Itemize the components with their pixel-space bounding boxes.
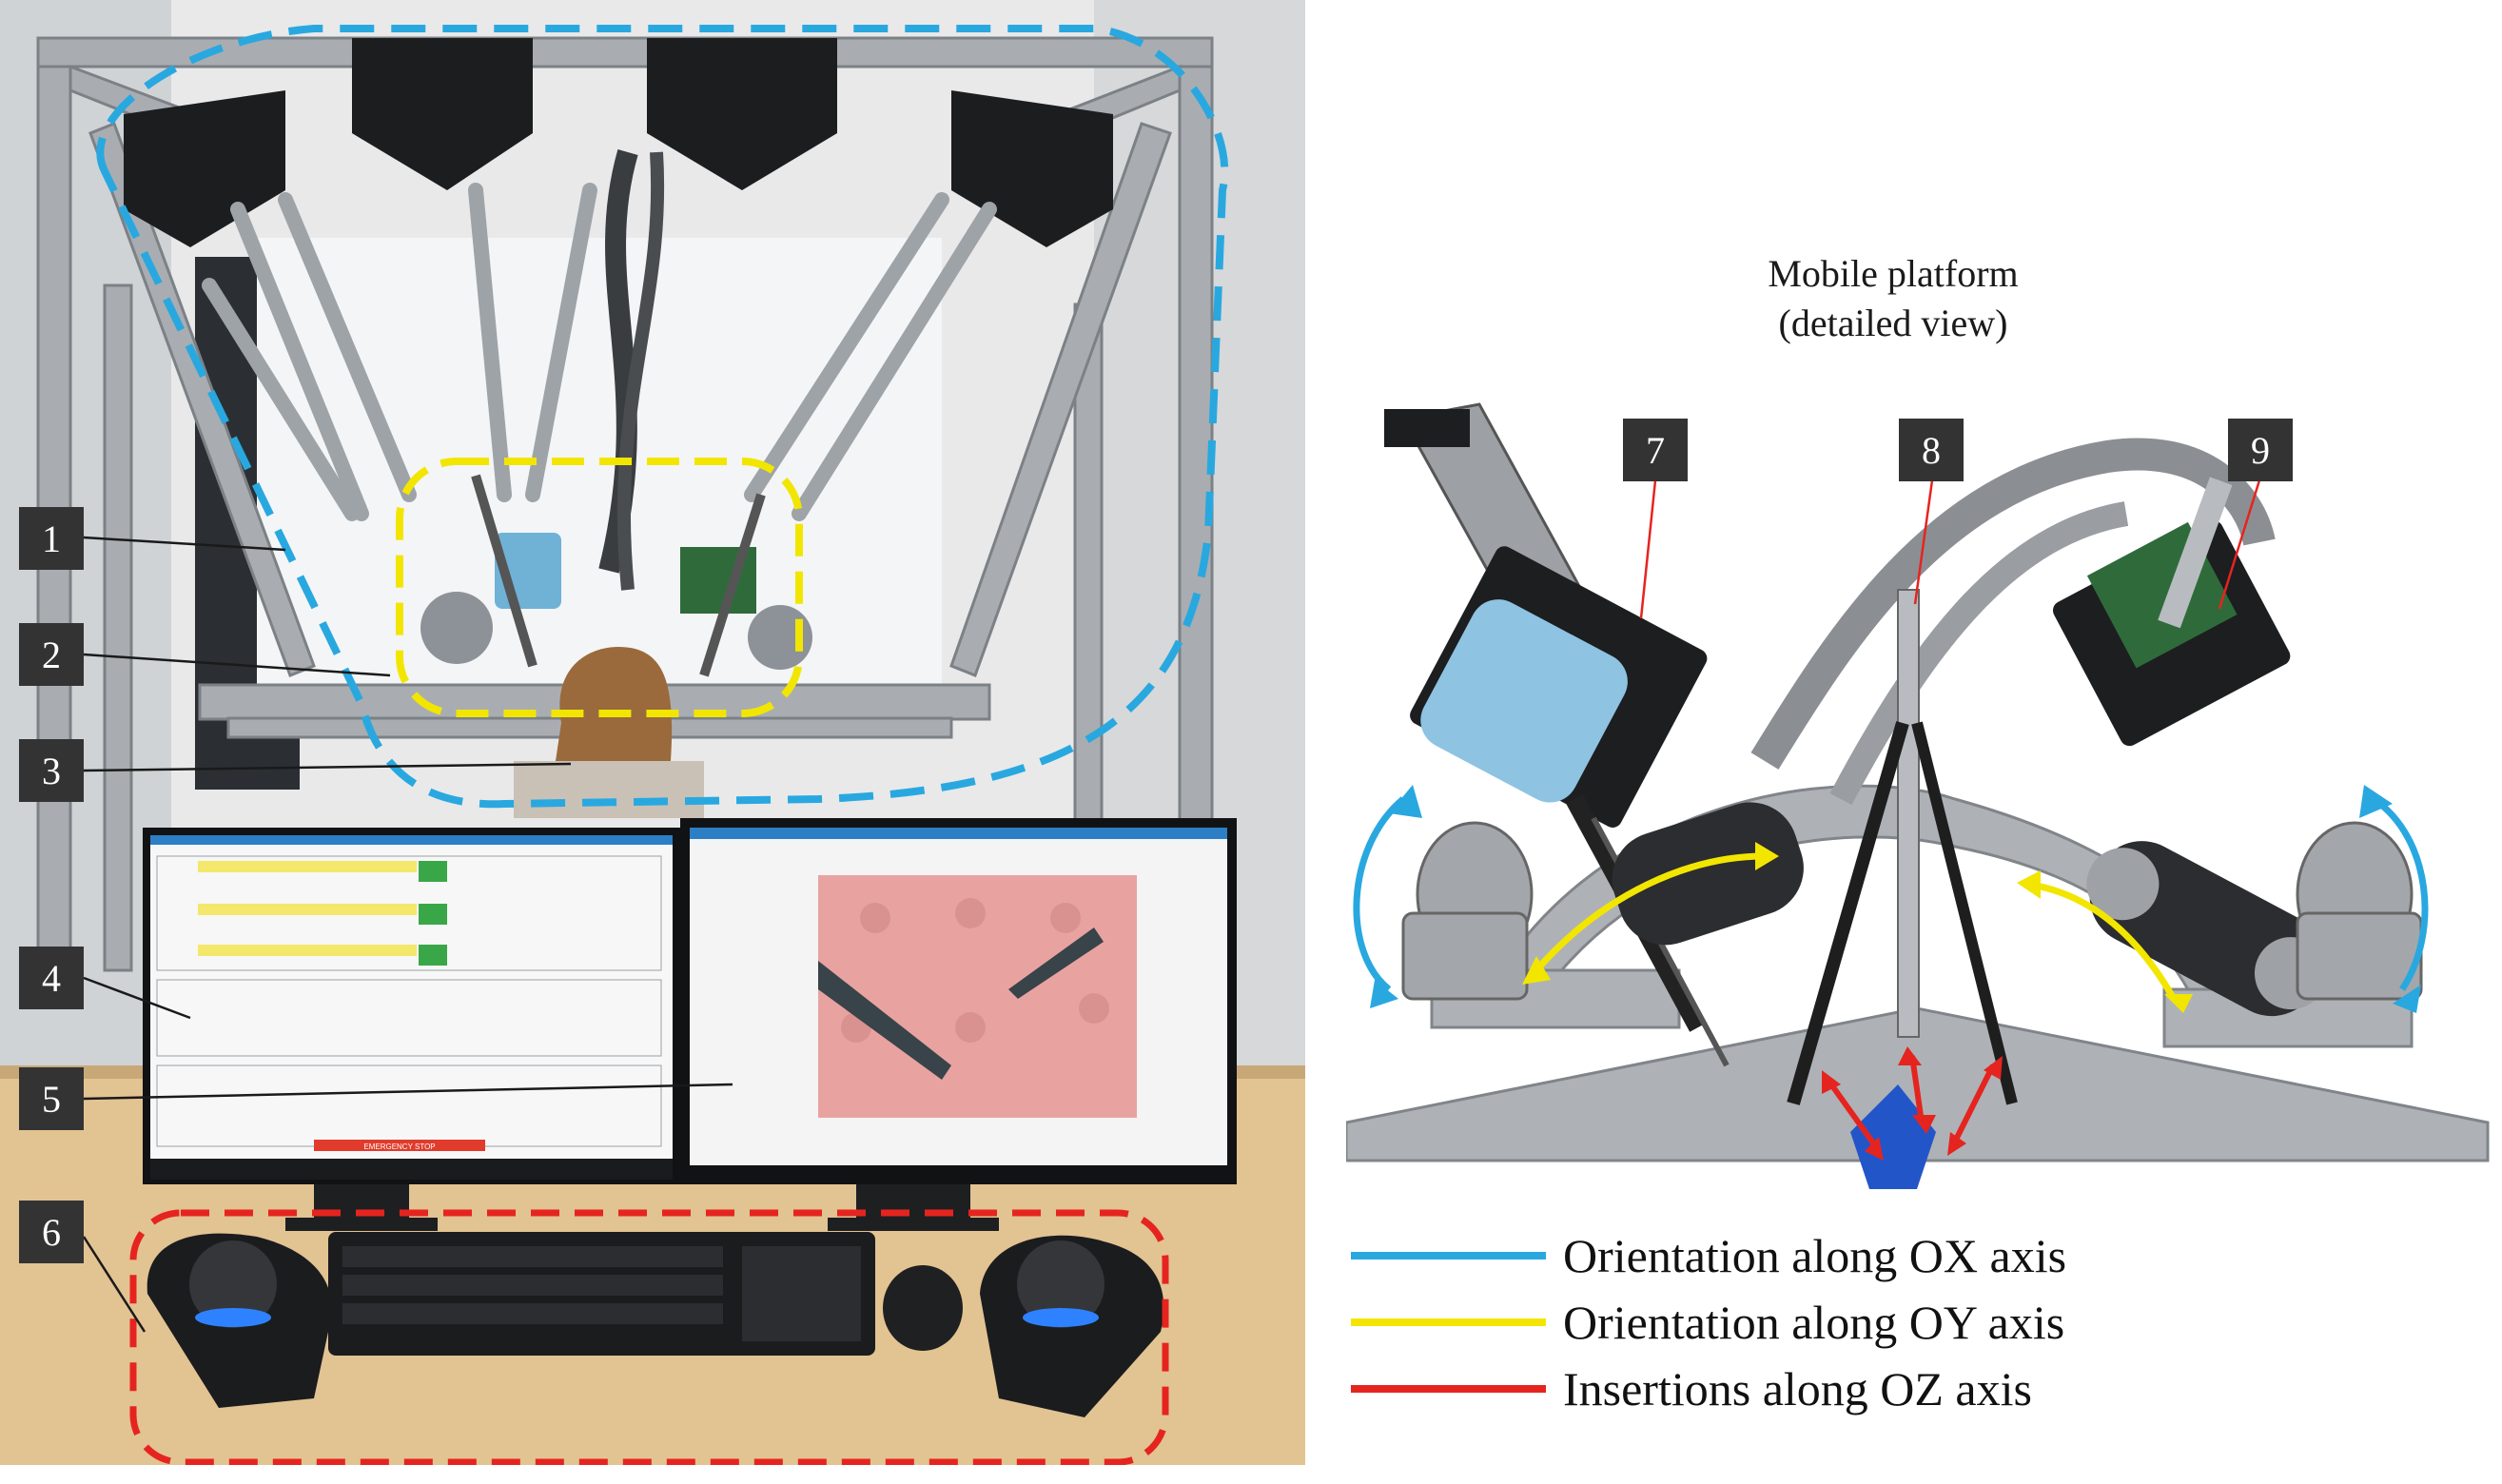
callout-6: 6 [19,1201,84,1263]
legend-item-oz: Insertions along OZ axis [1351,1360,2032,1417]
callout-2-label: 2 [42,633,61,676]
callout-8: 8 [1899,419,1964,481]
monitor-right [680,818,1237,1231]
callout-1-label: 1 [42,517,61,560]
red-outline-controls [129,1209,1169,1465]
callout-9: 9 [2228,419,2293,481]
blue-outline-robot [96,25,1229,809]
detail-title-line2: (detailed view) [1778,302,2008,344]
mouse [883,1265,963,1351]
legend-label-ox: Orientation along OX axis [1563,1229,2067,1282]
detail-title: Mobile platform (detailed view) [1579,249,2207,348]
legend-label-oz: Insertions along OZ axis [1563,1362,2032,1416]
callout-4-label: 4 [42,956,61,1000]
joystick-left [147,1233,332,1408]
callout-5-label: 5 [42,1077,61,1121]
callout-5: 5 [19,1067,84,1130]
legend-label-oy: Orientation along OY axis [1563,1296,2065,1349]
platform-detail-photo [1346,400,2502,1189]
legend-swatch-ox [1351,1252,1546,1259]
callout-9-label: 9 [2251,428,2270,472]
callout-6-label: 6 [42,1210,61,1254]
emergency-stop-label: EMERGENCY STOP [363,1142,435,1151]
callout-8-label: 8 [1922,428,1941,472]
callout-7: 7 [1623,419,1688,481]
system-photo: EMERGENCY STOP [0,0,1305,1465]
system-photo-drawing: EMERGENCY STOP [0,0,1305,1465]
callout-1: 1 [19,507,84,570]
legend-item-ox: Orientation along OX axis [1351,1227,2066,1284]
legend-item-oy: Orientation along OY axis [1351,1294,2064,1351]
callout-4: 4 [19,947,84,1009]
joystick-right [980,1235,1164,1417]
detail-title-line1: Mobile platform [1768,252,2019,295]
yellow-outline-platform [396,458,803,717]
callout-3: 3 [19,739,84,802]
legend-swatch-oy [1351,1318,1546,1326]
platform-detail-drawing [1346,402,2490,1189]
legend-swatch-oz [1351,1385,1546,1393]
callout-2: 2 [19,623,84,686]
callout-7-label: 7 [1646,428,1665,472]
callout-3-label: 3 [42,749,61,792]
monitor-left: EMERGENCY STOP [143,828,680,1231]
keyboard [328,1232,875,1356]
